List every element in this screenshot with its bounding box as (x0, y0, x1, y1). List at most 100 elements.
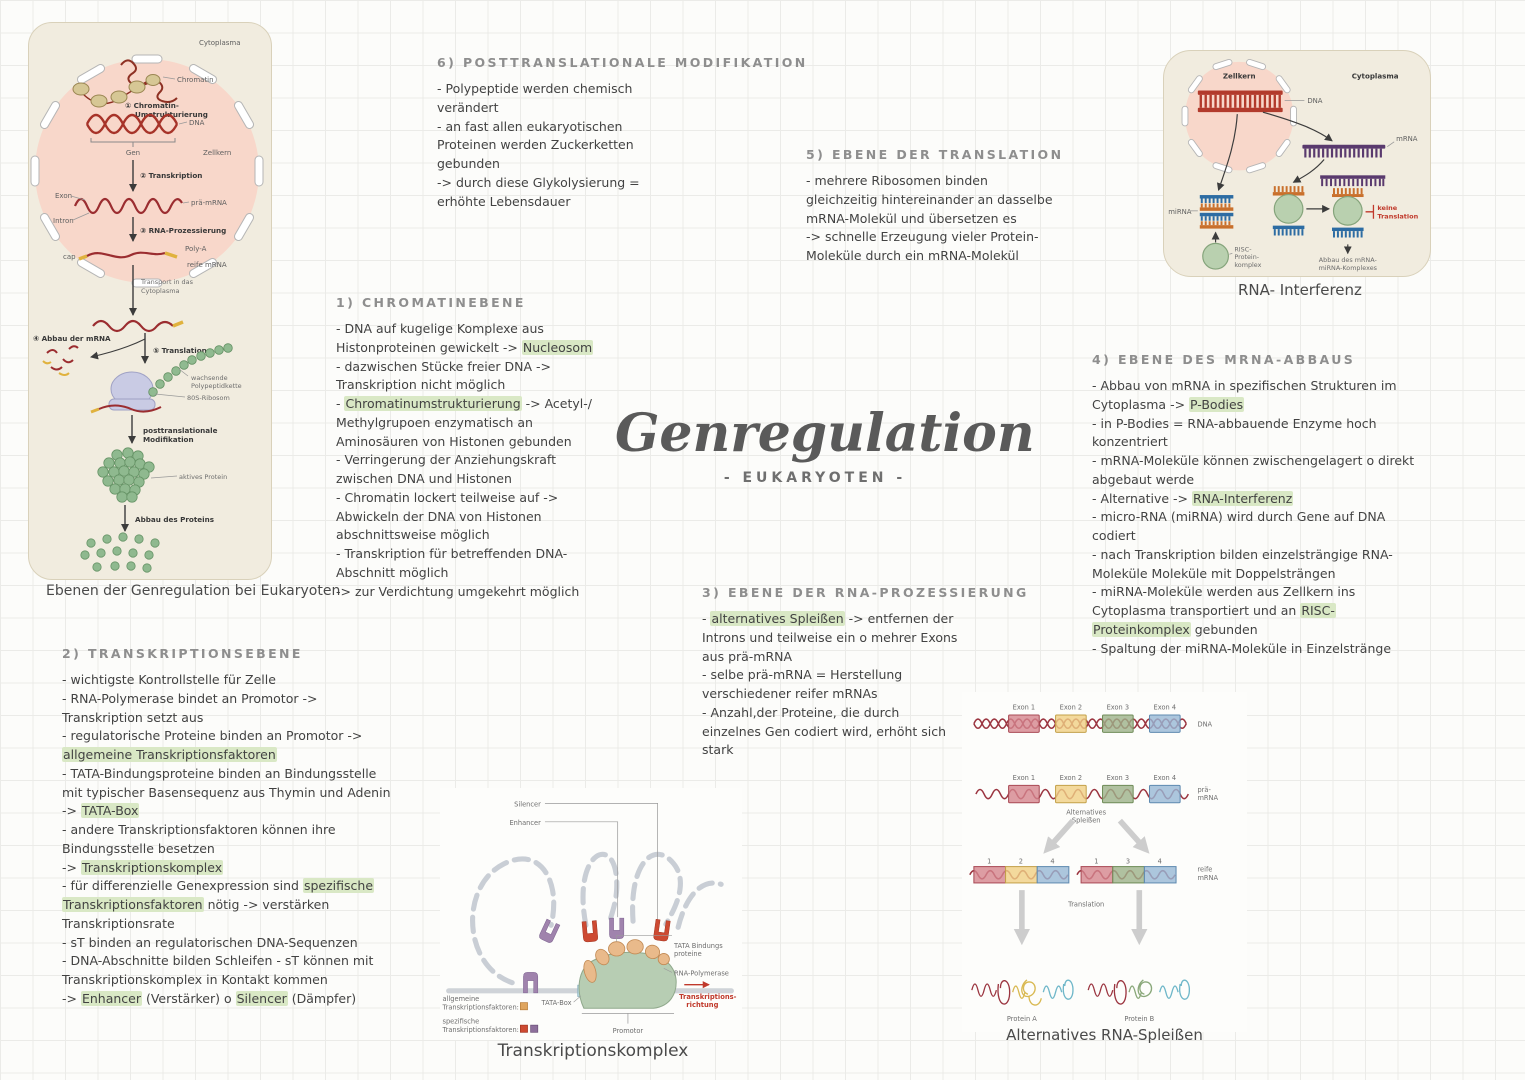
number-label: 3 (1126, 858, 1130, 866)
mature-mrna-row-label-line2: mRNA (1197, 874, 1218, 882)
nucleus (1181, 58, 1297, 174)
mirna-duplex (1199, 195, 1234, 229)
gen-bracket (90, 138, 176, 147)
mature-mrna-boxes (973, 866, 1177, 884)
step4-label: ④ Abbau der mRNA (33, 334, 111, 343)
note-bullet: -> schnelle Erzeugung vieler Protein-Mol… (806, 228, 1054, 266)
text-segment: - selbe prä-mRNA = Herstellung verschied… (702, 667, 903, 701)
note-bullet: - Alternative -> RNA-Interferenz (1092, 490, 1422, 509)
section-transcription-level: 2) TRANSKRIPTIONSEBENE - wichtigste Kont… (62, 646, 397, 1009)
note-bullet: - dazwischen Stücke freier DNA -> Transk… (336, 358, 598, 396)
step5-label: ⑤ Translation (153, 346, 207, 355)
text-segment: - Abbau von mRNA in spezifischen Struktu… (1092, 378, 1397, 412)
page-title: Genregulation (615, 403, 1035, 464)
note-bullet: - Abbau von mRNA in spezifischen Struktu… (1092, 377, 1422, 415)
dna-loops (470, 851, 724, 986)
risc-complex (1202, 242, 1229, 270)
highlighted-term: Transkriptionskomplex (80, 859, 224, 875)
tk-diagram-backdrop: Silencer Enhancer TATA Bindungs proteine… (440, 788, 742, 1040)
intron-label: Intron (53, 217, 74, 225)
note-bullet: - andere Transkriptionsfaktoren können i… (62, 821, 397, 859)
text-segment: - Alternative -> (1092, 490, 1192, 506)
chromatin-pointer-line (162, 76, 176, 80)
cytoplasma-label: Cytoplasma (199, 39, 241, 47)
rna-polymerase-blob (578, 951, 677, 1009)
reife-mrna-drawing (78, 251, 178, 261)
rnai-diagram-panel: Zellkern Cytoplasma DNA mRNA miRNA (1163, 50, 1431, 277)
intron-pointer (72, 212, 90, 221)
reife-mrna-label: reife mRNA (187, 261, 227, 269)
ptm-label-line2: Modifikation (143, 435, 194, 444)
text-segment: - DNA-Abschnitte bilden Schleifen - sT k… (62, 953, 374, 987)
protein-a-label: Protein A (1007, 1015, 1037, 1023)
text-segment: - sT binden an regulatorischen DNA-Seque… (62, 934, 358, 950)
poly-a-label: Poly-A (185, 245, 207, 253)
highlighted-term: Nucleosom (521, 339, 594, 355)
step1-label-line2: Umstrukturierung (135, 110, 208, 119)
section-mrna-degradation: 4) EBENE DES MRNA-ABBAUS - Abbau von mRN… (1092, 352, 1422, 658)
dna-helix (85, 113, 179, 135)
tk-diagram: Silencer Enhancer TATA Bindungs proteine… (442, 800, 737, 1035)
chromatin-label: Chromatin (177, 76, 214, 84)
ribosome-label: 80S-Ribosom (187, 394, 230, 402)
section-chromatin-level: 1) CHROMATINEBENE - DNA auf kugelige Kom… (336, 295, 598, 601)
rnai-diagram-caption: RNA- Interferenz (1238, 281, 1362, 299)
text-segment: - (702, 611, 711, 626)
exon-label: Exon (55, 192, 72, 200)
ribosome-pointer (154, 393, 186, 398)
pre-mrna-exon-boxes (1008, 784, 1181, 804)
chain-pointer (178, 368, 189, 377)
exon4-label: Exon 4 (1154, 703, 1176, 711)
levels-diagram-panel: Cytoplasma Chromatin ① Chromatin- Umstru… (28, 22, 272, 580)
protein-squiggles (971, 979, 1190, 1006)
text-segment: - für differenzielle Genexpression sind (62, 878, 303, 894)
alt-splicing-label-line2: Spleißen (1072, 817, 1101, 825)
highlighted-term: Chromatinumstrukturierung (344, 396, 522, 411)
mirna-label: miRNA (1168, 208, 1192, 216)
risc-label-line3: komplex (1234, 261, 1261, 269)
enhancer-label: Enhancer (509, 819, 541, 827)
exon2-label: Exon 2 (1060, 774, 1082, 782)
highlighted-term: Silencer (235, 990, 288, 1006)
dna-label: DNA (1307, 97, 1322, 105)
note-bullet: - Spaltung der miRNA-Moleküle in Einzels… (1092, 640, 1422, 659)
text-segment: gebunden (1190, 621, 1258, 637)
text-segment: - Anzahl,der Proteine, die durch einzeln… (702, 704, 947, 758)
active-protein-label: aktives Protein (179, 473, 227, 481)
section-6-bullets: - Polypeptide werden chemisch verändert-… (437, 80, 672, 211)
text-segment: -> Acetyl-/ Methylgrupoen enzymatisch an… (336, 396, 592, 449)
text-segment: -> entfernen der Introns und teilweise e… (702, 611, 958, 664)
polymerase-pointer (663, 968, 673, 973)
tata-proteins-pointer (616, 935, 672, 942)
mrna-comb (1302, 144, 1386, 158)
note-bullet: - mRNA-Moleküle können zwischengelagert … (1092, 452, 1422, 490)
promotor-label: Promotor (613, 1027, 644, 1035)
section-heading: 3) EBENE DER RNA-PROZESSIERUNG (702, 585, 1029, 600)
dna-row-label: DNA (1197, 721, 1212, 729)
text-segment: - an fast allen eukaryotischen Proteinen… (437, 118, 634, 172)
pra-mrna-label: prä-mRNA (191, 199, 227, 207)
number-label: 4 (1050, 858, 1054, 866)
legend-specific-line2: Transkriptionsfaktoren: (442, 1026, 519, 1034)
mrna-fragments (42, 345, 79, 376)
risc-label-line2: Protein- (1234, 253, 1259, 261)
highlighted-term: P-Bodies (1189, 396, 1245, 412)
text-segment: - TATA-Bindungsproteine binden an Bindun… (62, 765, 391, 819)
mrna-pointer (1387, 141, 1395, 148)
text-segment: - Chromatin lockert teilweise auf -> Abw… (336, 489, 559, 543)
legend: allgemeine Transkriptionsfaktoren: spezi… (442, 995, 539, 1034)
text-segment: - Polypeptide werden chemisch verändert (437, 81, 633, 115)
dna-ladder (1197, 90, 1283, 113)
text-segment: -> (62, 859, 81, 875)
step1-label-line1: ① Chromatin- (125, 101, 179, 110)
step3-label: ③ RNA-Prozessierung (140, 226, 226, 235)
legend-specific-swatch-red (520, 1024, 528, 1033)
legend-specific-swatch-purple (530, 1024, 539, 1033)
note-bullet: -> zur Verdichtung umgekehrt möglich (336, 583, 598, 602)
section-heading: 2) TRANSKRIPTIONSEBENE (62, 646, 303, 661)
exon3-label: Exon 3 (1107, 774, 1129, 782)
highlighted-term: allgemeine Transkriptionsfaktoren (62, 747, 277, 762)
ptm-label-line1: posttranslationale (143, 426, 218, 435)
rnai-diagram: Zellkern Cytoplasma DNA mRNA miRNA (1168, 58, 1419, 272)
dna-label: DNA (189, 119, 205, 127)
